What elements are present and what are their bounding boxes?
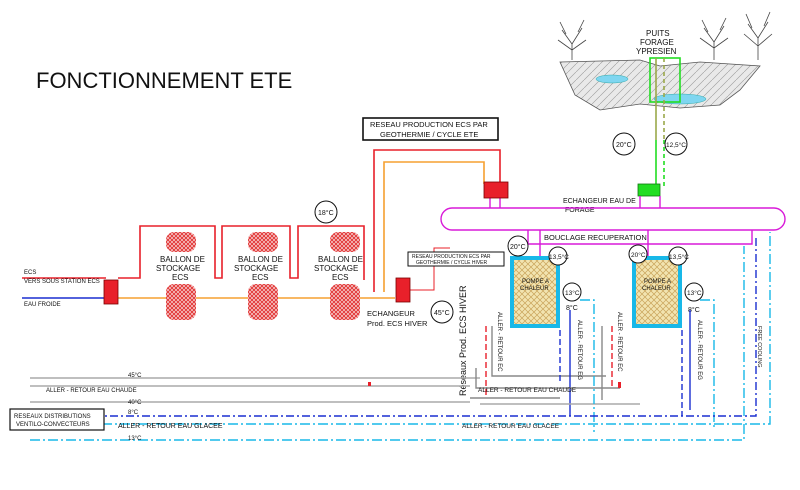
aller-chaude-left: ALLER - RETOUR EAU CHAUDE xyxy=(46,388,137,394)
aller-retour-ec-pac1: ALLER - RETOUR EC xyxy=(496,312,502,372)
svg-text:13,5°C: 13,5°C xyxy=(549,253,569,261)
echangeur-prod-label-2: Prod. ECS HIVER xyxy=(367,319,428,328)
tree-icon xyxy=(557,11,773,60)
ecs-circuit xyxy=(22,149,501,299)
svg-text:20°C: 20°C xyxy=(631,251,646,259)
temp-40: 40°C xyxy=(128,400,142,406)
reseau-hiver-label-2: GEOTHERMIE / CYCLE HIVER xyxy=(416,260,488,266)
reseau-hiver-box xyxy=(407,251,505,267)
svg-text:BALLON DE: BALLON DE xyxy=(318,255,363,264)
temp-badge-puits-left: 20°C xyxy=(612,132,636,156)
temp-pac2-8: 8°C xyxy=(688,306,700,314)
eau-froide-label: EAU FROIDE xyxy=(24,302,61,308)
reseaux-distrib-label-2: VENTILO-CONVECTEURS xyxy=(16,422,90,428)
reseau-hiver-label-1: RESEAU PRODUCTION ECS PAR xyxy=(412,254,491,260)
well-pipes xyxy=(649,57,681,186)
temp-badge-puits-right: 12,5°C xyxy=(664,132,688,156)
svg-text:STOCKAGE: STOCKAGE xyxy=(314,264,358,273)
heat-exchanger-ecs-left xyxy=(103,279,119,305)
svg-text:STOCKAGE: STOCKAGE xyxy=(234,264,278,273)
heat-pump-1: POMPE A CHALEUR xyxy=(510,256,560,328)
valve-marker xyxy=(368,382,371,386)
svg-text:STOCKAGE: STOCKAGE xyxy=(156,264,200,273)
echangeur-forage-label-1: ECHANGEUR EAU DE xyxy=(563,198,636,205)
svg-text:13,5°C: 13,5°C xyxy=(669,253,689,261)
svg-text:20°C: 20°C xyxy=(616,141,632,149)
heat-pump-2: POMPE A CHALEUR xyxy=(632,256,682,328)
temp-badge-pac2-in: 20°C xyxy=(628,244,648,264)
ecs-label-2: VERS SOUS STATION ECS xyxy=(24,279,100,285)
temp-pac1-8: 8°C xyxy=(566,304,578,312)
svg-text:POMPE A: POMPE A xyxy=(522,279,549,285)
temp-13: 13°C xyxy=(128,436,142,442)
temp-badge-pac2-13: 13°C xyxy=(684,282,704,302)
svg-text:13°C: 13°C xyxy=(565,289,580,297)
aller-retour-eg-pac2: ALLER - RETOUR EG xyxy=(696,320,702,380)
reseau-ete-label-1: RESEAU PRODUCTION ECS PAR xyxy=(370,120,488,129)
temp-badge-pac1-in: 20°C xyxy=(507,235,529,257)
svg-text:ECS: ECS xyxy=(172,273,188,282)
svg-text:13°C: 13°C xyxy=(687,289,702,297)
temp-badge-pac1-13: 13°C xyxy=(562,282,582,302)
reseaux-prod-vertical-label: Réseaux Prod. ECS HIVER xyxy=(458,285,468,396)
svg-text:CHALEUR: CHALEUR xyxy=(642,286,671,292)
temp-badge-echangeur: 45°C xyxy=(430,300,454,324)
bouclage-loop xyxy=(440,196,786,256)
free-cooling-label: FREE COOLING xyxy=(756,326,762,368)
aller-retour-ec-pac2: ALLER - RETOUR EC xyxy=(616,312,622,372)
puits-label-3: YPRESIEN xyxy=(636,47,677,56)
svg-text:ECS: ECS xyxy=(252,273,268,282)
ballon-2: BALLON DE STOCKAGE ECS xyxy=(234,232,283,320)
svg-text:BALLON DE: BALLON DE xyxy=(160,255,205,264)
reseau-ete-box xyxy=(362,117,499,141)
heat-exchanger-prod-hiver xyxy=(395,277,411,303)
svg-text:20°C: 20°C xyxy=(510,243,526,251)
ground-section xyxy=(559,59,761,111)
aller-retour-eg-pac1: ALLER - RETOUR EG xyxy=(576,320,582,380)
temp-badge-pac1-out: 13,5°C xyxy=(548,246,569,266)
puits-label-1: PUITS xyxy=(646,29,670,38)
svg-text:ECS: ECS xyxy=(332,273,348,282)
svg-text:CHALEUR: CHALEUR xyxy=(520,286,549,292)
svg-text:BALLON DE: BALLON DE xyxy=(238,255,283,264)
reseaux-distrib-box xyxy=(9,408,105,431)
temp-badge-ballon: 18°C xyxy=(314,200,338,224)
temp-badge-pac2-out: 13,5°C xyxy=(668,246,689,266)
aller-chaude-mid: ALLER - RETOUR EAU CHAUDE xyxy=(478,387,577,394)
temp-8: 8°C xyxy=(128,410,139,416)
page-title: FONCTIONNEMENT ETE xyxy=(36,68,292,93)
distribution-pipes xyxy=(30,232,771,441)
svg-text:45°C: 45°C xyxy=(434,309,450,317)
svg-text:POMPE A: POMPE A xyxy=(644,279,671,285)
temp-45: 45°C xyxy=(128,373,142,379)
svg-text:12,5°C: 12,5°C xyxy=(666,141,686,149)
ecs-label-1: ECS xyxy=(24,270,36,276)
aller-glacee-mid: ALLER - RETOUR EAU GLACEE xyxy=(462,423,560,430)
puits-label-2: FORAGE xyxy=(640,38,674,47)
aller-glacee-left: ALLER - RETOUR EAU GLACEE xyxy=(118,423,223,430)
bouclage-label: BOUCLAGE RECUPERATION xyxy=(544,233,647,242)
heat-exchanger-ete xyxy=(483,181,509,199)
echangeur-prod-label-1: ECHANGEUR xyxy=(367,309,416,318)
heat-exchanger-forage xyxy=(637,183,661,197)
ballon-3: BALLON DE STOCKAGE ECS xyxy=(314,232,363,320)
echangeur-forage-label-2: FORAGE xyxy=(565,207,595,214)
valve-marker xyxy=(618,382,621,388)
svg-text:18°C: 18°C xyxy=(318,209,334,217)
ballon-1: BALLON DE STOCKAGE ECS xyxy=(156,232,205,320)
reseau-ete-label-2: GEOTHERMIE / CYCLE ETE xyxy=(380,130,478,139)
reseaux-distrib-label-1: RESEAUX DISTRIBUTIONS xyxy=(14,414,91,420)
